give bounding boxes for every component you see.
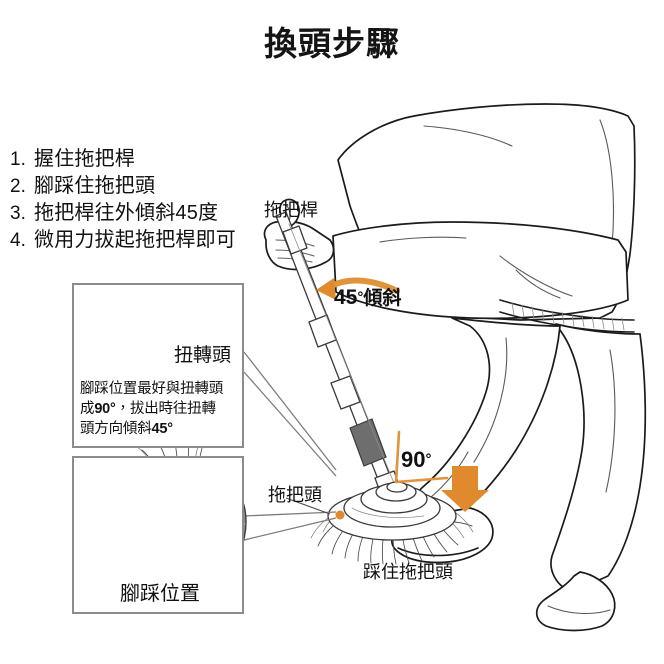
tilt-angle-label: 45°傾斜: [334, 283, 401, 310]
twist-head-callout-label: 扭轉頭: [174, 345, 232, 366]
inset-box-twist-head: 腳踩位置最好與扭轉頭 成90°，拔出時往扭轉 頭方向傾斜45°: [72, 283, 244, 448]
list-item: 1. 握住拖把桿: [10, 146, 270, 173]
list-item: 2. 腳踩住拖把頭: [10, 173, 270, 200]
mop-head-illustration: [310, 481, 474, 565]
right-angle-unit: °: [425, 451, 432, 468]
list-item: 4. 微用力拔起拖把桿即可: [10, 227, 270, 254]
step-text: 微用力拔起拖把桿即可: [34, 229, 236, 251]
twist-head-marker-dot: [335, 510, 345, 520]
tilt-arrow-icon: [316, 277, 400, 300]
caption-angle-45: 45°: [151, 421, 174, 437]
caption-line-2-post: ，拔出時往扭轉: [115, 401, 216, 417]
steps-list: 1. 握住拖把桿 2. 腳踩住拖把頭 3. 拖把桿往外傾斜45度 4. 微用力拔…: [10, 146, 270, 254]
caption-line-1: 腳踩位置最好與扭轉頭: [80, 381, 223, 397]
inset-box-foot-position: 腳踩位置: [72, 456, 244, 614]
list-item: 3. 拖把桿往外傾斜45度: [10, 200, 270, 227]
callout-lines: [243, 351, 337, 541]
mop-pole-label: 拖把桿: [264, 200, 318, 220]
caption-line-2-pre: 成: [80, 401, 95, 417]
person-figure-illustration: [332, 103, 647, 632]
step-text: 握住拖把桿: [34, 148, 135, 170]
mop-head-label: 拖把頭: [268, 485, 322, 505]
step-on-head-label: 踩住拖把頭: [363, 562, 453, 582]
caption-line-3-pre: 頭方向傾斜: [80, 421, 152, 437]
right-angle-label: 90°: [401, 447, 431, 473]
step-number: 1.: [10, 149, 26, 170]
right-angle-value: 90: [401, 447, 426, 472]
tilt-angle-value: 45: [334, 286, 358, 309]
step-text: 拖把桿往外傾斜45度: [34, 202, 219, 224]
page-title: 換頭步驟: [264, 25, 400, 62]
caption-angle-90: 90°: [94, 401, 116, 417]
step-number: 2.: [10, 176, 26, 197]
inset-twist-caption: 腳踩位置最好與扭轉頭 成90°，拔出時往扭轉 頭方向傾斜45°: [80, 379, 242, 439]
tilt-angle-unit: °: [357, 289, 364, 306]
tilt-angle-suffix: 傾斜: [363, 288, 402, 309]
mop-pole-illustration: [275, 211, 404, 504]
step-number: 4.: [10, 230, 26, 251]
inset-foot-label: 腳踩位置: [120, 583, 200, 605]
press-down-arrow-icon: [441, 466, 489, 512]
step-number: 3.: [10, 203, 26, 224]
right-angle-indicator: [394, 430, 449, 484]
step-text: 腳踩住拖把頭: [34, 175, 156, 197]
